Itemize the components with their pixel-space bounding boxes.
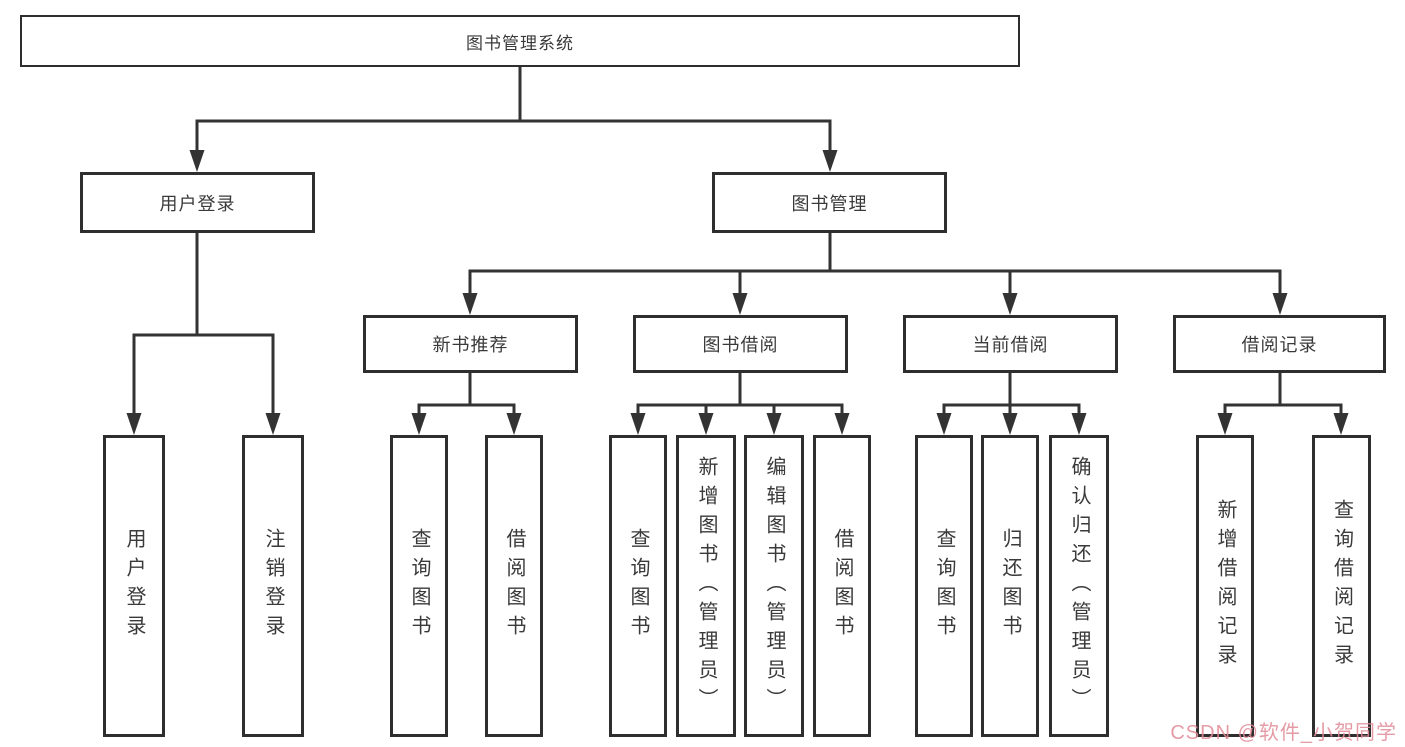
node-new-book-recommend: 新书推荐 (363, 315, 578, 373)
leaf-query-books-current: 查询图书 (915, 435, 973, 737)
node-root: 图书管理系统 (20, 15, 1020, 67)
node-book-borrow: 图书借阅 (633, 315, 848, 373)
leaf-query-books-recommend: 查询图书 (390, 435, 448, 737)
leaf-query-books-borrow: 查询图书 (609, 435, 667, 737)
connector-borrow-records-to-leaves (1223, 372, 1343, 416)
csdn-watermark: CSDN @软件_小贺同学 (1170, 722, 1397, 744)
leaf-borrow-books-recommend: 借阅图书 (485, 435, 543, 737)
leaf-edit-books-admin: 编辑图书（管理员） (744, 435, 804, 737)
connector-new-book-recommend-to-leaves (417, 372, 516, 416)
connector-user-login-to-leaves (132, 232, 275, 415)
node-borrow-records: 借阅记录 (1173, 315, 1386, 373)
node-user-login: 用户登录 (80, 172, 315, 233)
node-book-management: 图书管理 (712, 172, 947, 233)
leaf-query-borrow-record: 查询借阅记录 (1312, 435, 1371, 737)
leaf-return-books: 归还图书 (981, 435, 1039, 737)
leaf-add-borrow-record: 新增借阅记录 (1196, 435, 1254, 737)
node-current-borrow: 当前借阅 (903, 315, 1118, 373)
leaf-add-books-admin: 新增图书（管理员） (676, 435, 736, 737)
connector-book-management-to-level3 (468, 232, 1282, 296)
connector-root-to-level2 (195, 66, 832, 152)
leaf-borrow-books-borrow: 借阅图书 (813, 435, 871, 737)
connector-book-borrow-to-leaves (636, 372, 844, 416)
leaf-user-login: 用户登录 (103, 435, 165, 737)
leaf-confirm-return-admin: 确认归还（管理员） (1049, 435, 1109, 737)
arrowheads (126, 150, 1349, 435)
leaf-logout: 注销登录 (242, 435, 304, 737)
connector-current-borrow-to-leaves (942, 372, 1081, 416)
